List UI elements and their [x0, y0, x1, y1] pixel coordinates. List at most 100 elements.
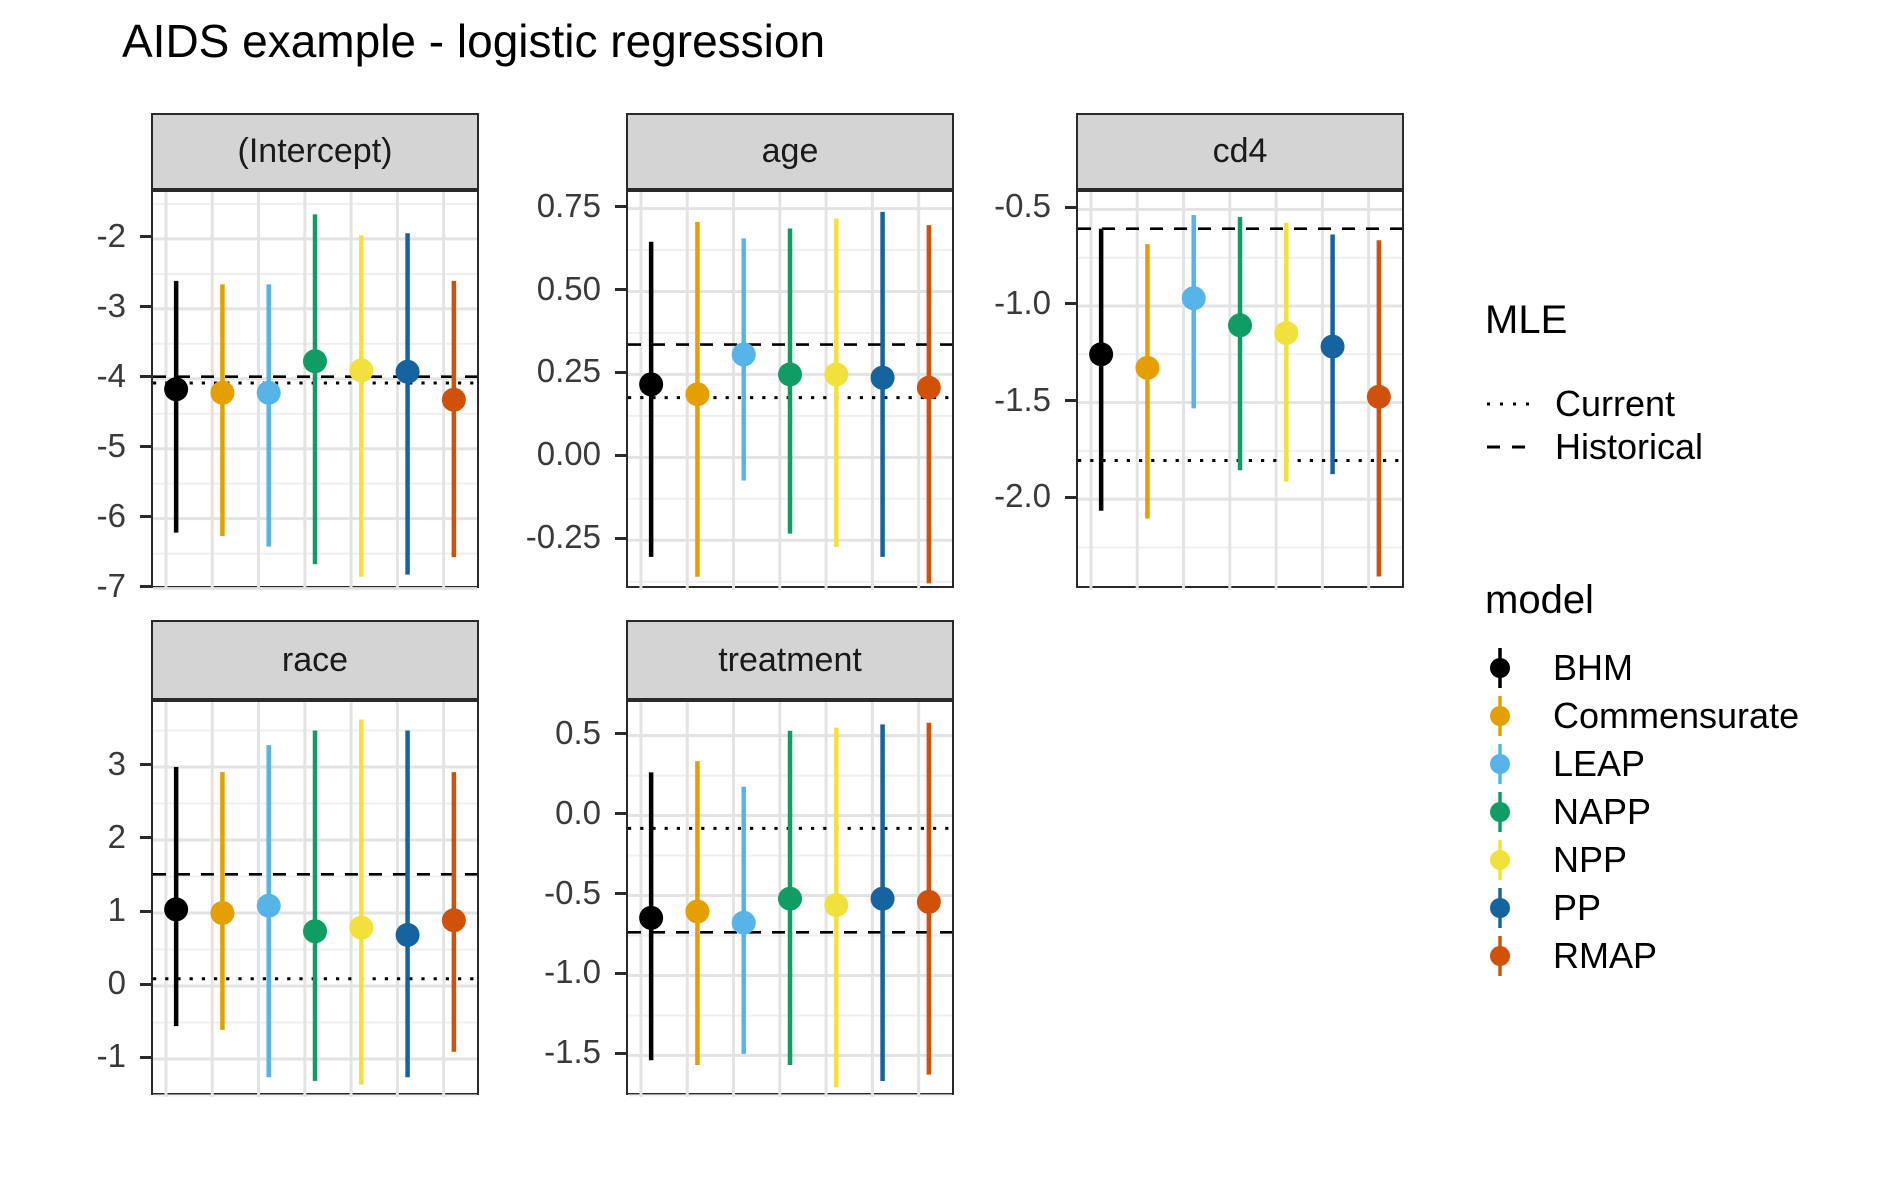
- facet-strip-treatment: treatment: [626, 620, 954, 700]
- facet-panel-cd4: [1076, 190, 1404, 590]
- point-napp: [778, 886, 802, 911]
- legend-model-item-label: BHM: [1553, 647, 1633, 688]
- ytick-mark-intercept: [140, 235, 151, 239]
- legend-mle-item-label: Current: [1555, 383, 1676, 424]
- ytick-label-intercept: -5: [96, 426, 126, 464]
- point-rmap: [1366, 384, 1391, 409]
- ytick-mark-race: [140, 763, 151, 767]
- point-napp: [303, 349, 327, 374]
- ytick-mark-intercept: [140, 375, 151, 379]
- facet-panel-intercept: [151, 190, 479, 590]
- point-rmap: [441, 908, 466, 933]
- pointrange-icon: [1487, 837, 1539, 883]
- point-pp: [1320, 334, 1345, 359]
- point-bhm: [639, 372, 664, 397]
- pointrange-icon: [1487, 741, 1539, 787]
- point-rmap: [441, 387, 466, 412]
- pointrange-icon: [1487, 933, 1539, 979]
- ytick-mark-treatment: [615, 812, 626, 816]
- legend-model-item-bhm: BHM: [1487, 645, 1633, 691]
- facet-panel-age: [626, 190, 954, 590]
- ytick-mark-race: [140, 982, 151, 986]
- ytick-label-cd4: -1.0: [994, 283, 1051, 321]
- point-npp: [824, 893, 849, 918]
- ytick-label-race: 1: [107, 891, 126, 928]
- facet-label-cd4: cd4: [1212, 132, 1268, 170]
- facet-label-race: race: [281, 640, 349, 679]
- ytick-mark-age: [615, 453, 626, 457]
- ytick-label-intercept: -2: [96, 216, 126, 254]
- point-commensurate: [1135, 355, 1160, 380]
- ytick-label-intercept: -3: [96, 286, 126, 324]
- point-napp: [303, 919, 327, 944]
- ytick-mark-intercept: [140, 515, 151, 519]
- facet-plot-intercept: [153, 192, 477, 590]
- point-npp: [824, 362, 849, 387]
- point-pp: [395, 359, 420, 384]
- point-npp: [349, 915, 374, 940]
- ytick-label-race: 0: [107, 964, 126, 1002]
- ytick-mark-intercept: [140, 445, 151, 449]
- ytick-mark-race: [140, 1055, 151, 1059]
- ytick-label-treatment: -1.5: [544, 1033, 601, 1071]
- ytick-label-cd4: -0.5: [994, 187, 1051, 225]
- point-bhm: [639, 905, 664, 930]
- legend-model-item-label: NAPP: [1553, 791, 1652, 832]
- facet-label-treatment: treatment: [718, 640, 862, 679]
- point-napp: [778, 362, 802, 387]
- ytick-mark-cd4: [1065, 495, 1076, 499]
- point-commensurate: [210, 380, 235, 405]
- ytick-mark-cd4: [1065, 302, 1076, 306]
- ytick-mark-race: [140, 836, 151, 840]
- legend-model-item-leap: LEAP: [1487, 741, 1645, 787]
- plot-title: AIDS example - logistic regression: [122, 15, 826, 67]
- point-leap: [731, 910, 756, 935]
- point-npp: [349, 358, 374, 383]
- ytick-mark-race: [140, 909, 151, 913]
- facet-plot-age: [628, 192, 952, 590]
- ytick-label-race: 3: [107, 744, 126, 782]
- point-pp: [870, 365, 895, 390]
- ytick-label-race: 2: [107, 817, 126, 855]
- ytick-mark-treatment: [615, 1051, 626, 1055]
- facet-label-intercept: (Intercept): [237, 132, 393, 170]
- legend-model-title: model: [1485, 578, 1594, 622]
- ytick-mark-intercept: [140, 585, 151, 589]
- ytick-label-treatment: 0.0: [555, 793, 601, 831]
- pointrange-icon: [1487, 693, 1539, 739]
- pointrange-icon: [1487, 645, 1539, 691]
- ytick-mark-age: [615, 288, 626, 291]
- ytick-mark-cd4: [1065, 205, 1076, 209]
- legend-model-item-napp: NAPP: [1487, 789, 1651, 835]
- point-commensurate: [210, 901, 235, 926]
- ytick-label-age: 0.25: [536, 352, 601, 390]
- point-rmap: [916, 375, 941, 400]
- facet-panel-race: [151, 700, 479, 1097]
- legend-model-item-rmap: RMAP: [1487, 933, 1657, 979]
- ytick-label-treatment: 0.5: [555, 713, 601, 751]
- legend-model-item-commensurate: Commensurate: [1487, 693, 1799, 739]
- ytick-label-age: 0.75: [536, 186, 601, 224]
- point-bhm: [164, 377, 189, 402]
- point-rmap: [916, 889, 941, 914]
- point-bhm: [164, 897, 189, 922]
- ytick-label-treatment: -1.0: [544, 953, 601, 991]
- ytick-mark-treatment: [615, 732, 626, 736]
- legend-model-item-label: NPP: [1553, 839, 1628, 880]
- point-leap: [1181, 286, 1206, 311]
- facet-strip-intercept: (Intercept): [151, 113, 479, 190]
- ytick-mark-age: [615, 205, 626, 209]
- point-commensurate: [685, 382, 710, 407]
- facet-strip-race: race: [151, 620, 479, 700]
- ytick-mark-age: [615, 370, 626, 374]
- legend-model-item-label: LEAP: [1553, 743, 1646, 784]
- facet-strip-age: age: [626, 113, 954, 190]
- ytick-mark-treatment: [615, 892, 626, 895]
- pointrange-icon: [1487, 885, 1539, 931]
- point-bhm: [1089, 342, 1114, 367]
- ytick-label-cd4: -1.5: [994, 380, 1051, 418]
- legend-model-item-pp: PP: [1487, 885, 1601, 931]
- ytick-label-age: -0.25: [525, 518, 601, 556]
- legend-model-item-npp: NPP: [1487, 837, 1627, 883]
- ytick-label-intercept: -7: [96, 566, 126, 604]
